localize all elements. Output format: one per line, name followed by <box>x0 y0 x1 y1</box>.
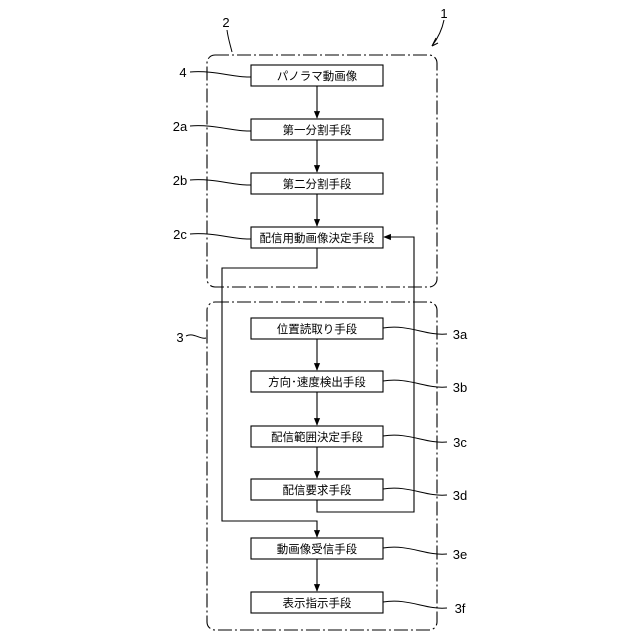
leader-2c <box>190 234 251 239</box>
group-3-boundary <box>207 302 437 630</box>
figure-ref-label: 1 <box>440 6 447 21</box>
block-3f: 表示指示手段 <box>251 592 383 613</box>
group-2-ref-label: 2 <box>222 15 229 30</box>
leader-group-3 <box>186 335 206 338</box>
block-3f-label: 表示指示手段 <box>283 596 352 610</box>
ref-3b-label: 3b <box>453 380 467 395</box>
block-3d: 配信要求手段 <box>251 479 383 500</box>
block-4-label: パノラマ動画像 <box>277 69 358 83</box>
group-2-boundary <box>207 55 437 287</box>
block-2b: 第二分割手段 <box>251 173 383 194</box>
block-2b-label: 第二分割手段 <box>283 177 352 191</box>
ref-3a-label: 3a <box>453 327 468 342</box>
block-4: パノラマ動画像 <box>251 65 383 86</box>
block-3e: 動画像受信手段 <box>251 538 383 559</box>
leader-4 <box>190 72 251 77</box>
ref-4-label: 4 <box>179 65 186 80</box>
block-3b-label: 方向･速度検出手段 <box>268 375 366 389</box>
block-3c: 配信範囲決定手段 <box>251 426 383 447</box>
block-3a: 位置読取り手段 <box>251 318 383 339</box>
ref-3f-label: 3f <box>455 601 466 616</box>
leader-2b <box>190 180 251 185</box>
ref-3c-label: 3c <box>453 435 467 450</box>
block-2a-label: 第一分割手段 <box>283 123 352 137</box>
block-2c: 配信用動画像決定手段 <box>251 227 383 248</box>
block-3b: 方向･速度検出手段 <box>251 371 383 392</box>
group-3-ref-label: 3 <box>176 330 183 345</box>
leader-2a <box>190 126 251 131</box>
ref-3e-label: 3e <box>453 547 467 562</box>
ref-2a-label: 2a <box>173 119 188 134</box>
block-3d-label: 配信要求手段 <box>283 483 352 497</box>
block-2c-label: 配信用動画像決定手段 <box>260 231 375 245</box>
ref-2c-label: 2c <box>173 227 187 242</box>
ref-3d-label: 3d <box>453 488 467 503</box>
ref-2b-label: 2b <box>173 173 187 188</box>
block-3c-label: 配信範囲決定手段 <box>271 430 363 444</box>
leader-group-2 <box>227 30 232 52</box>
block-2a: 第一分割手段 <box>251 119 383 140</box>
block-3e-label: 動画像受信手段 <box>277 542 358 556</box>
block-3a-label: 位置読取り手段 <box>277 322 358 336</box>
